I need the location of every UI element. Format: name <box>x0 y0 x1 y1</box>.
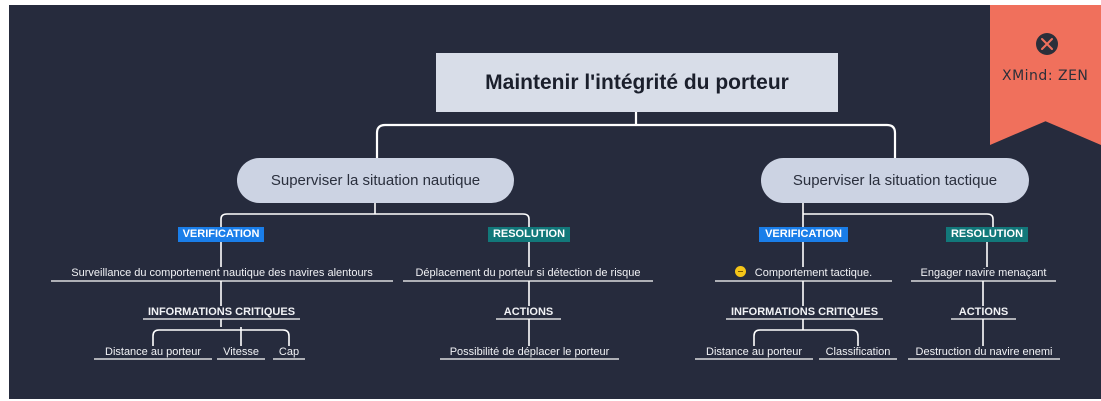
detail-distance-tactique[interactable]: Distance au porteur <box>706 346 802 358</box>
branch-topic-nautique[interactable]: Superviser la situation nautique <box>237 158 514 203</box>
verification-tag-nautique[interactable]: VERIFICATION <box>178 227 264 242</box>
detail-distance-nautique[interactable]: Distance au porteur <box>105 346 201 358</box>
connector-details-tactique <box>753 319 859 346</box>
neutral-face-emoji-icon <box>734 266 746 277</box>
close-x-icon <box>1036 33 1058 55</box>
verification-tag-tactique[interactable]: VERIFICATION <box>759 227 848 242</box>
resolution-tag-tactique[interactable]: RESOLUTION <box>946 227 1028 242</box>
root-topic[interactable]: Maintenir l'intégrité du porteur <box>436 53 838 112</box>
resolution-item-tactique[interactable]: Engager navire menaçant <box>920 267 1047 279</box>
detail-deplacer-porteur[interactable]: Possibilité de déplacer le porteur <box>449 346 610 358</box>
resolution-item-nautique[interactable]: Déplacement du porteur si détection de r… <box>415 267 641 279</box>
connector-root <box>375 112 897 158</box>
resolution-tag-nautique[interactable]: RESOLUTION <box>488 227 570 242</box>
actions-header-nautique[interactable]: ACTIONS <box>503 306 554 318</box>
branch-topic-tactique[interactable]: Superviser la situation tactique <box>761 158 1029 203</box>
connector-lines <box>51 112 1060 360</box>
detail-destruction-navire[interactable]: Destruction du navire enemi <box>915 346 1053 358</box>
connector-details-nautique <box>152 319 290 346</box>
detail-vitesse[interactable]: Vitesse <box>223 346 259 358</box>
detail-cap[interactable]: Cap <box>278 346 300 358</box>
critical-info-header-nautique[interactable]: INFORMATIONS CRITIQUES <box>147 306 296 318</box>
mind-map-canvas: XMind: ZEN Maintenir l'intégrité du port… <box>9 5 1101 399</box>
verification-item-nautique[interactable]: Surveillance du comportement nautique de… <box>71 267 373 279</box>
actions-header-tactique[interactable]: ACTIONS <box>958 306 1009 318</box>
connector-tactique <box>802 203 994 227</box>
connector-nautique <box>220 203 530 227</box>
watermark-brand: XMind: ZEN <box>1002 68 1089 84</box>
verification-item-tactique-label: Comportement tactique. <box>754 267 873 279</box>
detail-classification[interactable]: Classification <box>825 346 891 358</box>
verification-item-tactique[interactable]: Comportement tactique. <box>715 266 892 280</box>
critical-info-header-tactique[interactable]: INFORMATIONS CRITIQUES <box>730 306 879 318</box>
